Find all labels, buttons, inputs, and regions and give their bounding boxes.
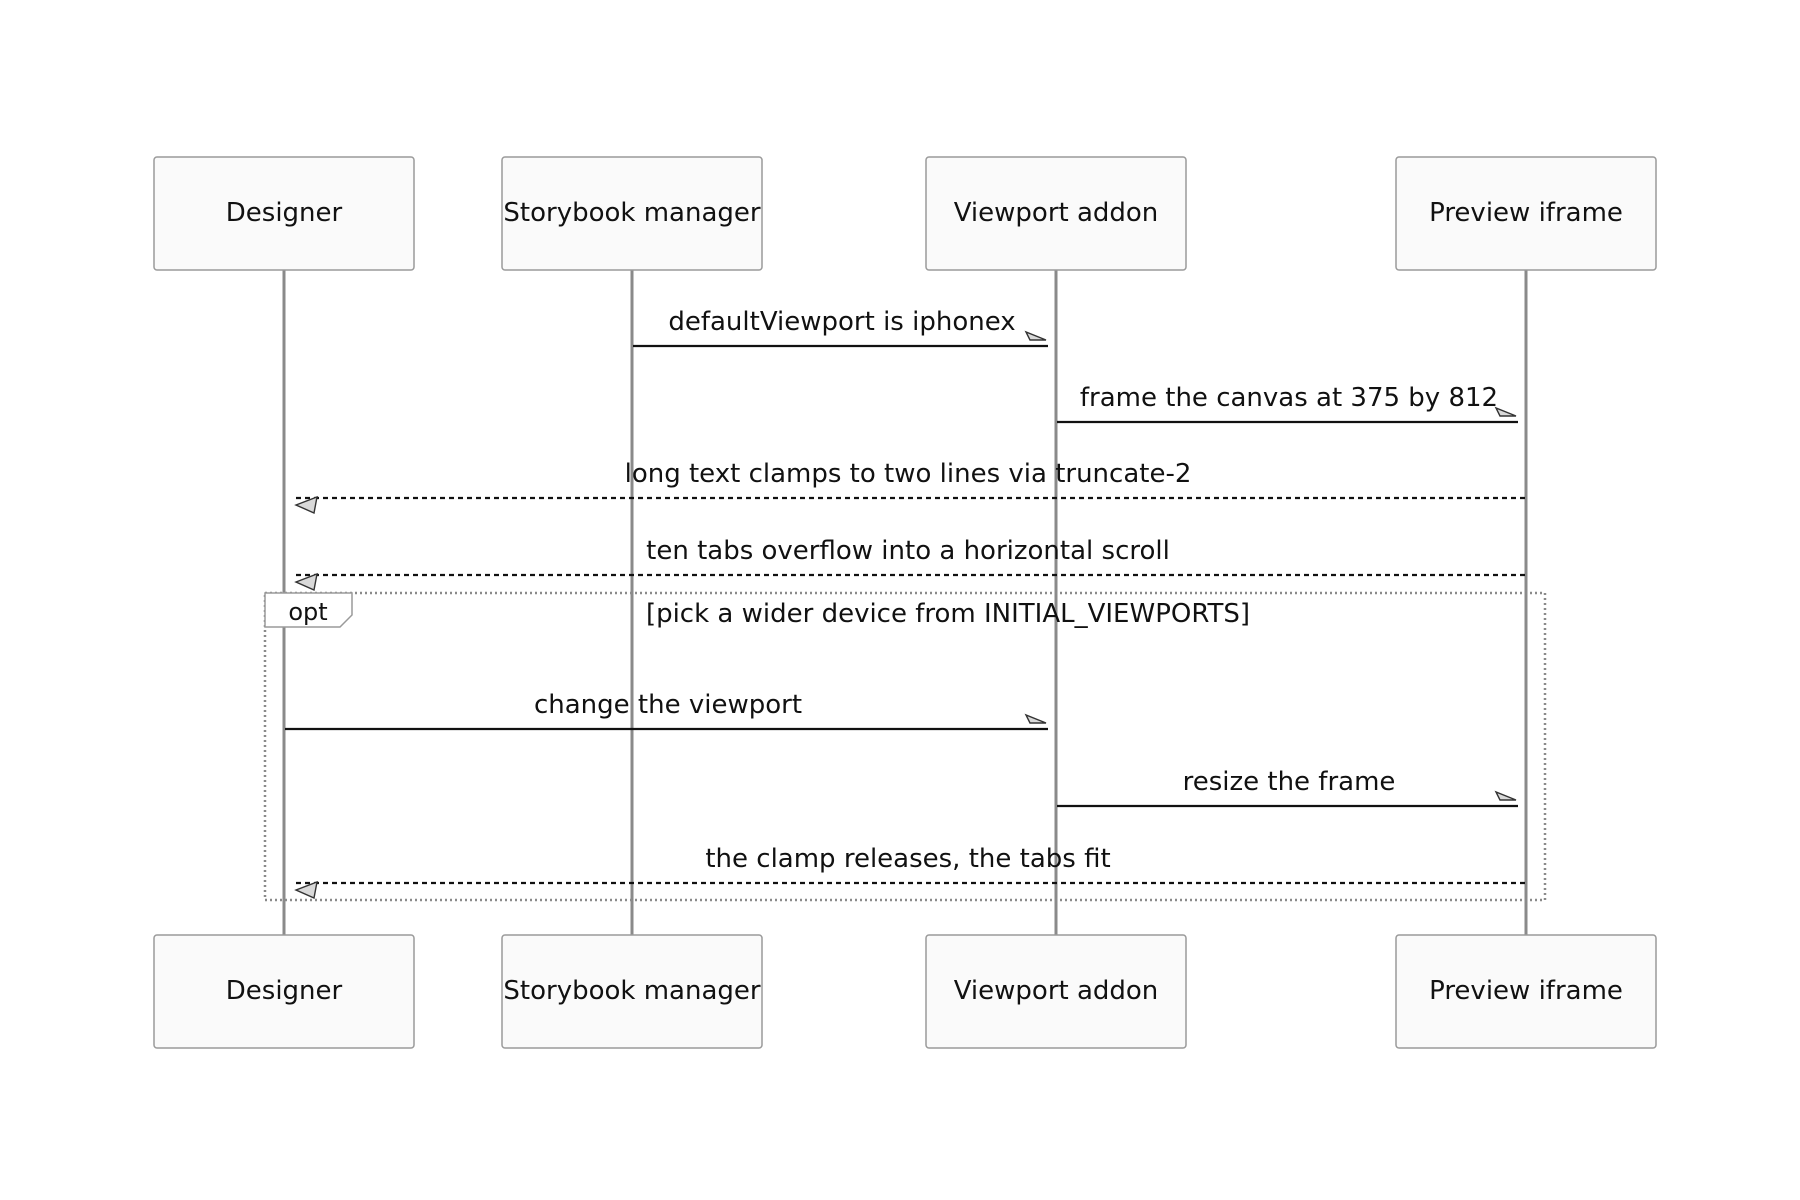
opt-fragment: opt [pick a wider device from INITIAL_VI… [263, 591, 1547, 902]
actor-viewport-addon-top: Viewport addon [925, 156, 1187, 271]
fragment-frame [263, 591, 1547, 902]
message-label: change the viewport [534, 690, 802, 720]
message-1: defaultViewport is iphonex [633, 307, 1048, 348]
actor-designer-top: Designer [153, 156, 415, 271]
message-5: change the viewport [285, 690, 1048, 731]
message-label: long text clamps to two lines via trunca… [625, 459, 1192, 489]
actor-label: Preview iframe [1429, 976, 1623, 1006]
actor-label: Designer [226, 976, 343, 1006]
actor-label: Storybook manager [503, 198, 760, 228]
arrowhead-icon [294, 572, 318, 591]
actor-label: Viewport addon [954, 198, 1159, 228]
actor-label: Designer [226, 198, 343, 228]
actor-label: Preview iframe [1429, 198, 1623, 228]
arrowhead-icon [1024, 713, 1047, 724]
message-label: resize the frame [1183, 767, 1396, 797]
actor-storybook-manager-top: Storybook manager [501, 156, 763, 271]
actors-top: Designer Storybook manager Viewport addo… [153, 156, 1657, 271]
actor-label: Storybook manager [503, 976, 760, 1006]
message-3: long text clamps to two lines via trunca… [292, 459, 1525, 514]
fragment-tab [264, 592, 353, 628]
arrowhead-icon [1494, 406, 1517, 417]
actor-label: Viewport addon [954, 976, 1159, 1006]
arrowhead-icon [294, 495, 318, 514]
message-7: the clamp releases, the tabs fit [292, 844, 1525, 899]
message-label: frame the canvas at 375 by 812 [1080, 383, 1498, 413]
arrowhead-icon [1024, 330, 1047, 341]
actor-preview-iframe-top: Preview iframe [1395, 156, 1657, 271]
message-label: the clamp releases, the tabs fit [705, 844, 1110, 874]
actors-bottom: Designer Storybook manager Viewport addo… [153, 934, 1657, 1049]
actor-designer-bottom: Designer [153, 934, 415, 1049]
message-4: ten tabs overflow into a horizontal scro… [292, 536, 1525, 591]
fragment-condition: [pick a wider device from INITIAL_VIEWPO… [646, 599, 1250, 629]
actor-preview-iframe-bottom: Preview iframe [1395, 934, 1657, 1049]
actor-storybook-manager-bottom: Storybook manager [501, 934, 763, 1049]
arrowhead-icon [294, 880, 318, 899]
fragment-kind-label: opt [288, 598, 327, 626]
message-label: defaultViewport is iphonex [668, 307, 1015, 337]
arrowhead-icon [1494, 790, 1517, 801]
message-label: ten tabs overflow into a horizontal scro… [646, 536, 1170, 566]
actor-viewport-addon-bottom: Viewport addon [925, 934, 1187, 1049]
message-6: resize the frame [1057, 767, 1518, 808]
message-2: frame the canvas at 375 by 812 [1057, 383, 1518, 424]
